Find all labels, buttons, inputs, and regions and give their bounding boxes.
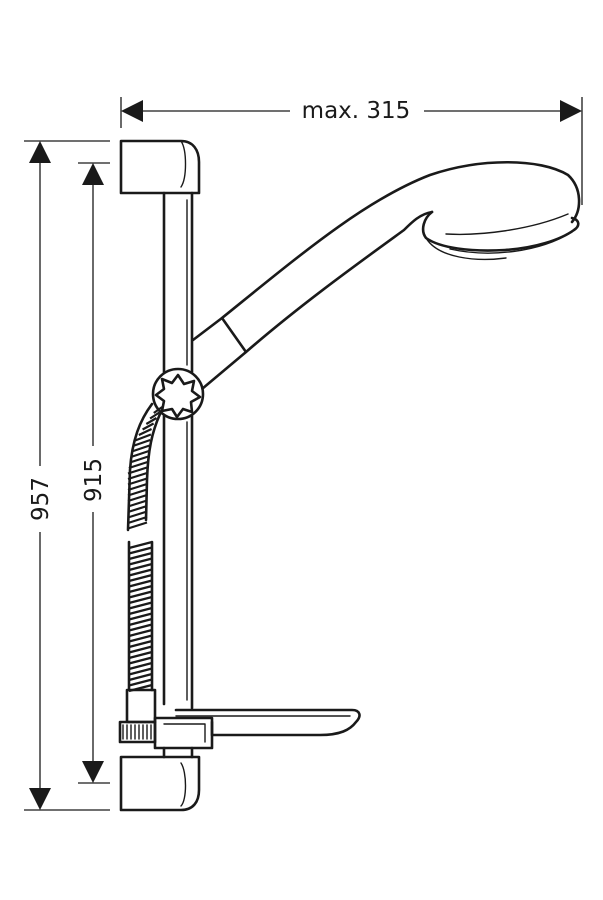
- soap-dish-holder-inner: [163, 723, 206, 743]
- top-wall-bracket-edge: [180, 140, 187, 188]
- hose-coil: [128, 595, 153, 605]
- shower-head-face: [421, 210, 580, 252]
- hose-lower-outline: [127, 540, 154, 692]
- hose-lower-coils: [128, 540, 153, 693]
- hose-nut-ribs: [122, 724, 152, 740]
- hose-upper-outline: [126, 402, 162, 532]
- hose-coil: [128, 628, 153, 638]
- hose-coil: [131, 444, 150, 453]
- hose-coil: [127, 482, 148, 492]
- width-dimension: max. 315: [120, 97, 583, 205]
- top-wall-bracket: [119, 139, 201, 195]
- soap-dish-assembly: [118, 688, 361, 750]
- hose-coil: [128, 557, 153, 566]
- hose-coil: [153, 406, 163, 414]
- hose-coil: [127, 504, 148, 514]
- hose-coil: [127, 466, 148, 475]
- hose-coil: [134, 433, 152, 442]
- hose-coil: [128, 672, 153, 682]
- width-arrow-left: [121, 100, 143, 122]
- hose-coil: [127, 499, 148, 508]
- slider-knob-star: [154, 373, 202, 419]
- shower-head-back: [425, 237, 507, 261]
- hose-coil: [127, 515, 148, 525]
- width-arrow-right: [560, 100, 582, 122]
- hose-coil: [128, 568, 153, 577]
- hose-coil: [128, 667, 153, 676]
- hose-coil: [128, 617, 153, 627]
- hose-coil: [128, 612, 153, 621]
- hand-shower-handle: [191, 161, 581, 396]
- bottom-wall-bracket: [119, 755, 201, 812]
- inner-height-label: 915: [81, 458, 107, 502]
- shower-head-face-inner: [445, 213, 569, 236]
- hose-coil: [127, 477, 148, 486]
- hose-coil: [128, 562, 153, 572]
- hose-coil: [128, 579, 153, 588]
- hand-shower-neck-ring: [220, 316, 248, 354]
- hose-coil: [145, 417, 158, 425]
- hose-coil: [130, 449, 150, 459]
- inner-height-arrow-bottom: [82, 761, 104, 783]
- bottom-wall-bracket-edge: [180, 762, 187, 807]
- hose-coil: [127, 471, 148, 481]
- hose-coil: [128, 623, 153, 632]
- hose-coil: [127, 493, 148, 503]
- hose-connector: [125, 688, 157, 724]
- hose-coil: [128, 573, 153, 583]
- shower-hose: [126, 402, 163, 693]
- shower-head-rim: [449, 231, 573, 254]
- inner-height-arrow-top: [82, 163, 104, 185]
- soap-dish-holder: [153, 716, 214, 750]
- hose-coil: [128, 540, 153, 550]
- total-height-arrow-top: [29, 141, 51, 163]
- soap-dish: [174, 708, 361, 737]
- hose-coil: [128, 661, 153, 671]
- width-label: max. 315: [302, 98, 411, 124]
- hose-coil: [128, 584, 153, 594]
- wall-bar: [119, 139, 201, 812]
- hose-coil: [138, 428, 153, 436]
- hose-coil: [128, 639, 153, 649]
- total-height-arrow-bottom: [29, 788, 51, 810]
- hose-coil: [127, 521, 148, 530]
- hose-coil: [128, 546, 153, 555]
- hose-coil: [128, 678, 153, 687]
- hose-coil: [128, 601, 153, 610]
- hose-coil: [128, 650, 153, 660]
- hose-coil: [128, 656, 153, 665]
- hose-coil: [128, 606, 153, 616]
- hose-coil: [128, 590, 153, 599]
- hose-coil: [127, 510, 148, 519]
- hose-coil: [128, 551, 153, 561]
- total-height-dimension: 957: [24, 140, 110, 811]
- hose-upper-coils: [127, 406, 163, 530]
- hose-nut: [118, 720, 157, 744]
- hose-coil: [128, 645, 153, 654]
- hose-coil: [129, 455, 149, 464]
- hose-coil: [127, 488, 148, 497]
- hose-coil: [128, 460, 148, 470]
- hand-shower: [191, 161, 581, 396]
- hose-coil: [142, 422, 155, 431]
- inner-height-dimension: 915: [78, 162, 110, 784]
- hose-coil: [128, 634, 153, 643]
- total-height-label: 957: [28, 477, 54, 521]
- hose-coil: [149, 411, 160, 420]
- slider-knob: [151, 367, 205, 421]
- hose-coil: [132, 438, 151, 448]
